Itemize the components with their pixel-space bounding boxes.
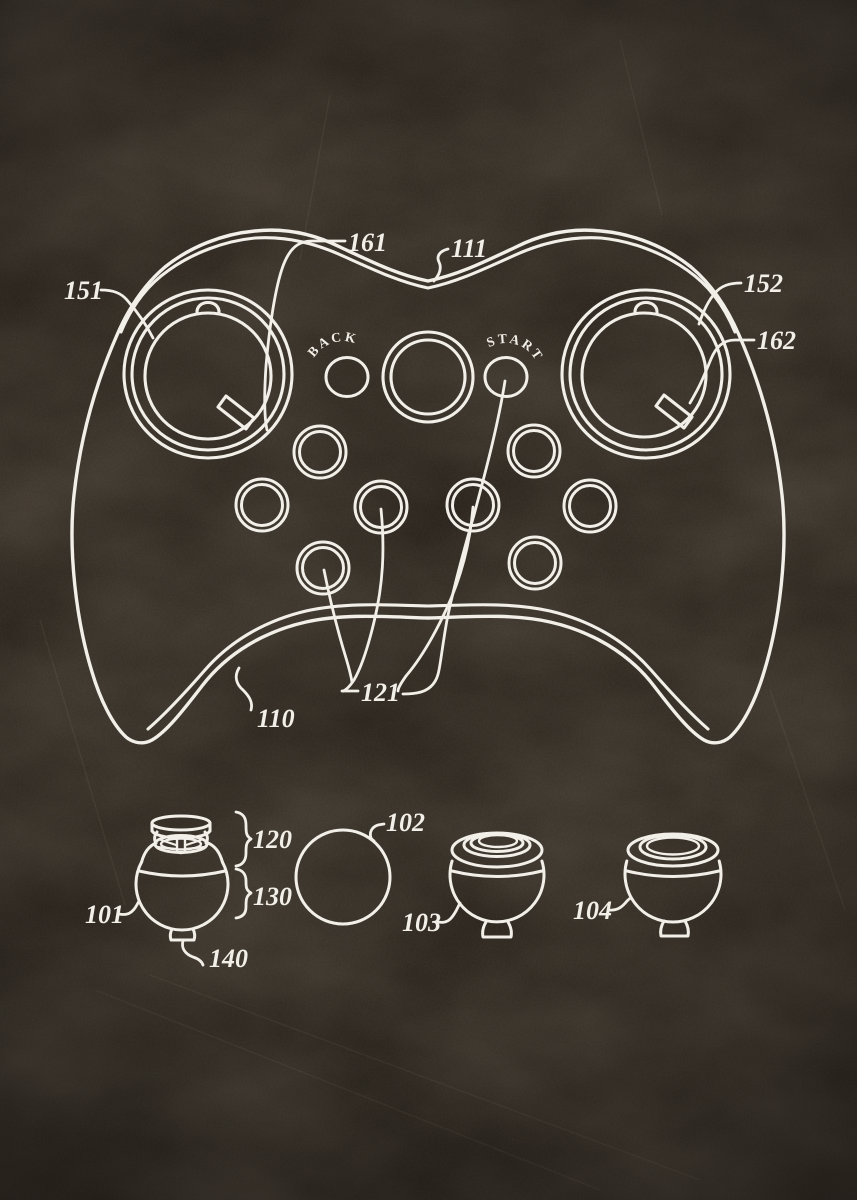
ref-label-103: 103 [402, 908, 441, 937]
face-button-nw [292, 424, 348, 480]
top-seam-line [119, 236, 737, 334]
left-stick-cap [143, 311, 273, 441]
fig102-ball [294, 828, 392, 926]
leader-110 [234, 666, 253, 712]
fig104-top-ring2 [645, 836, 701, 856]
fig-thumbstick-a [436, 831, 546, 939]
fig104-top-ring1 [638, 833, 708, 861]
left-stick-notch-icon [195, 300, 221, 315]
right-analog-stick [560, 288, 732, 460]
ref-label-151: 151 [64, 276, 103, 305]
guide-button-outer [381, 330, 475, 424]
face-button-se [507, 535, 563, 591]
ref-label-130: 130 [253, 882, 292, 911]
leader-151 [99, 288, 155, 340]
fig-thumbstick-b [607, 832, 723, 938]
fig101-seam [137, 869, 227, 878]
fig104-seam [625, 869, 721, 878]
leader-140 [181, 939, 205, 967]
ref-label-104: 104 [573, 896, 612, 925]
face-button-cr [445, 477, 501, 533]
ref-label-111: 111 [451, 234, 487, 263]
face-button-w [234, 477, 290, 533]
leader-152 [697, 281, 743, 326]
right-stick-cap [580, 311, 708, 439]
left-analog-stick [122, 288, 294, 460]
ref-label-162: 162 [757, 326, 796, 355]
leader-103 [436, 901, 462, 924]
controller-outline [70, 228, 786, 745]
face-button-e [562, 478, 618, 534]
left-stick-inner-ring [130, 296, 286, 452]
fig103-ball [448, 859, 546, 924]
right-stick-outer-ring [560, 288, 732, 460]
brace-120-icon [234, 810, 253, 868]
fig101-spokes [155, 838, 207, 851]
ref-label-140: 140 [209, 944, 248, 973]
fig104-ball [623, 859, 723, 924]
leader-button-sw [322, 568, 354, 684]
face-button-sw [295, 540, 351, 596]
brace-130-icon [234, 867, 253, 920]
right-stick-inner-ring [568, 296, 724, 452]
right-stick-marker-flag [654, 393, 694, 430]
controller-figure [70, 228, 786, 967]
left-stick-outer-ring [122, 288, 294, 460]
fig101-shaft-post [175, 835, 187, 855]
bottom-seam-line [146, 603, 710, 731]
leader-162 [688, 338, 756, 405]
ref-label-101: 101 [85, 900, 124, 929]
left-stick-marker-flag [216, 394, 256, 431]
ref-label-120: 120 [253, 825, 292, 854]
leader-104 [607, 896, 633, 912]
ref-label-102: 102 [386, 808, 425, 837]
leader-lines [99, 239, 756, 712]
fig103-stem [481, 920, 513, 939]
ref-label-121: 121 [361, 678, 400, 707]
reference-labels: 151 161 111 152 162 110 121 101 140 120 … [64, 228, 796, 973]
fig101-shoulder-right [206, 841, 224, 864]
leader-111 [432, 247, 450, 283]
face-buttons [234, 423, 618, 596]
leader-101 [117, 899, 141, 916]
right-stick-notch-icon [633, 300, 659, 315]
fig104-stem [659, 919, 690, 938]
leader-start-button [401, 379, 507, 696]
leader-button-cl [341, 507, 385, 693]
face-button-ne [506, 423, 562, 479]
fig-thumbstick-section [117, 810, 253, 967]
guide-button-inner [389, 338, 467, 416]
leader-button-cr [396, 505, 475, 693]
start-button [483, 356, 529, 398]
ref-label-161: 161 [348, 228, 387, 257]
leader-102 [369, 822, 386, 843]
ref-label-152: 152 [744, 269, 783, 298]
guide-button [381, 330, 475, 424]
fig-stick-ball [294, 822, 392, 926]
fig101-cup-inner [159, 837, 203, 851]
fig101-shoulder-left [140, 841, 158, 864]
fig101-ball [134, 860, 230, 932]
leader-161 [263, 239, 347, 432]
fig103-top-ring3 [477, 833, 519, 849]
back-button [324, 356, 370, 398]
poster-text: BACK START 151 161 111 152 162 110 121 1… [64, 228, 796, 973]
ref-label-110: 110 [257, 704, 295, 733]
fig103-seam [450, 869, 544, 878]
component-figures [117, 810, 723, 967]
